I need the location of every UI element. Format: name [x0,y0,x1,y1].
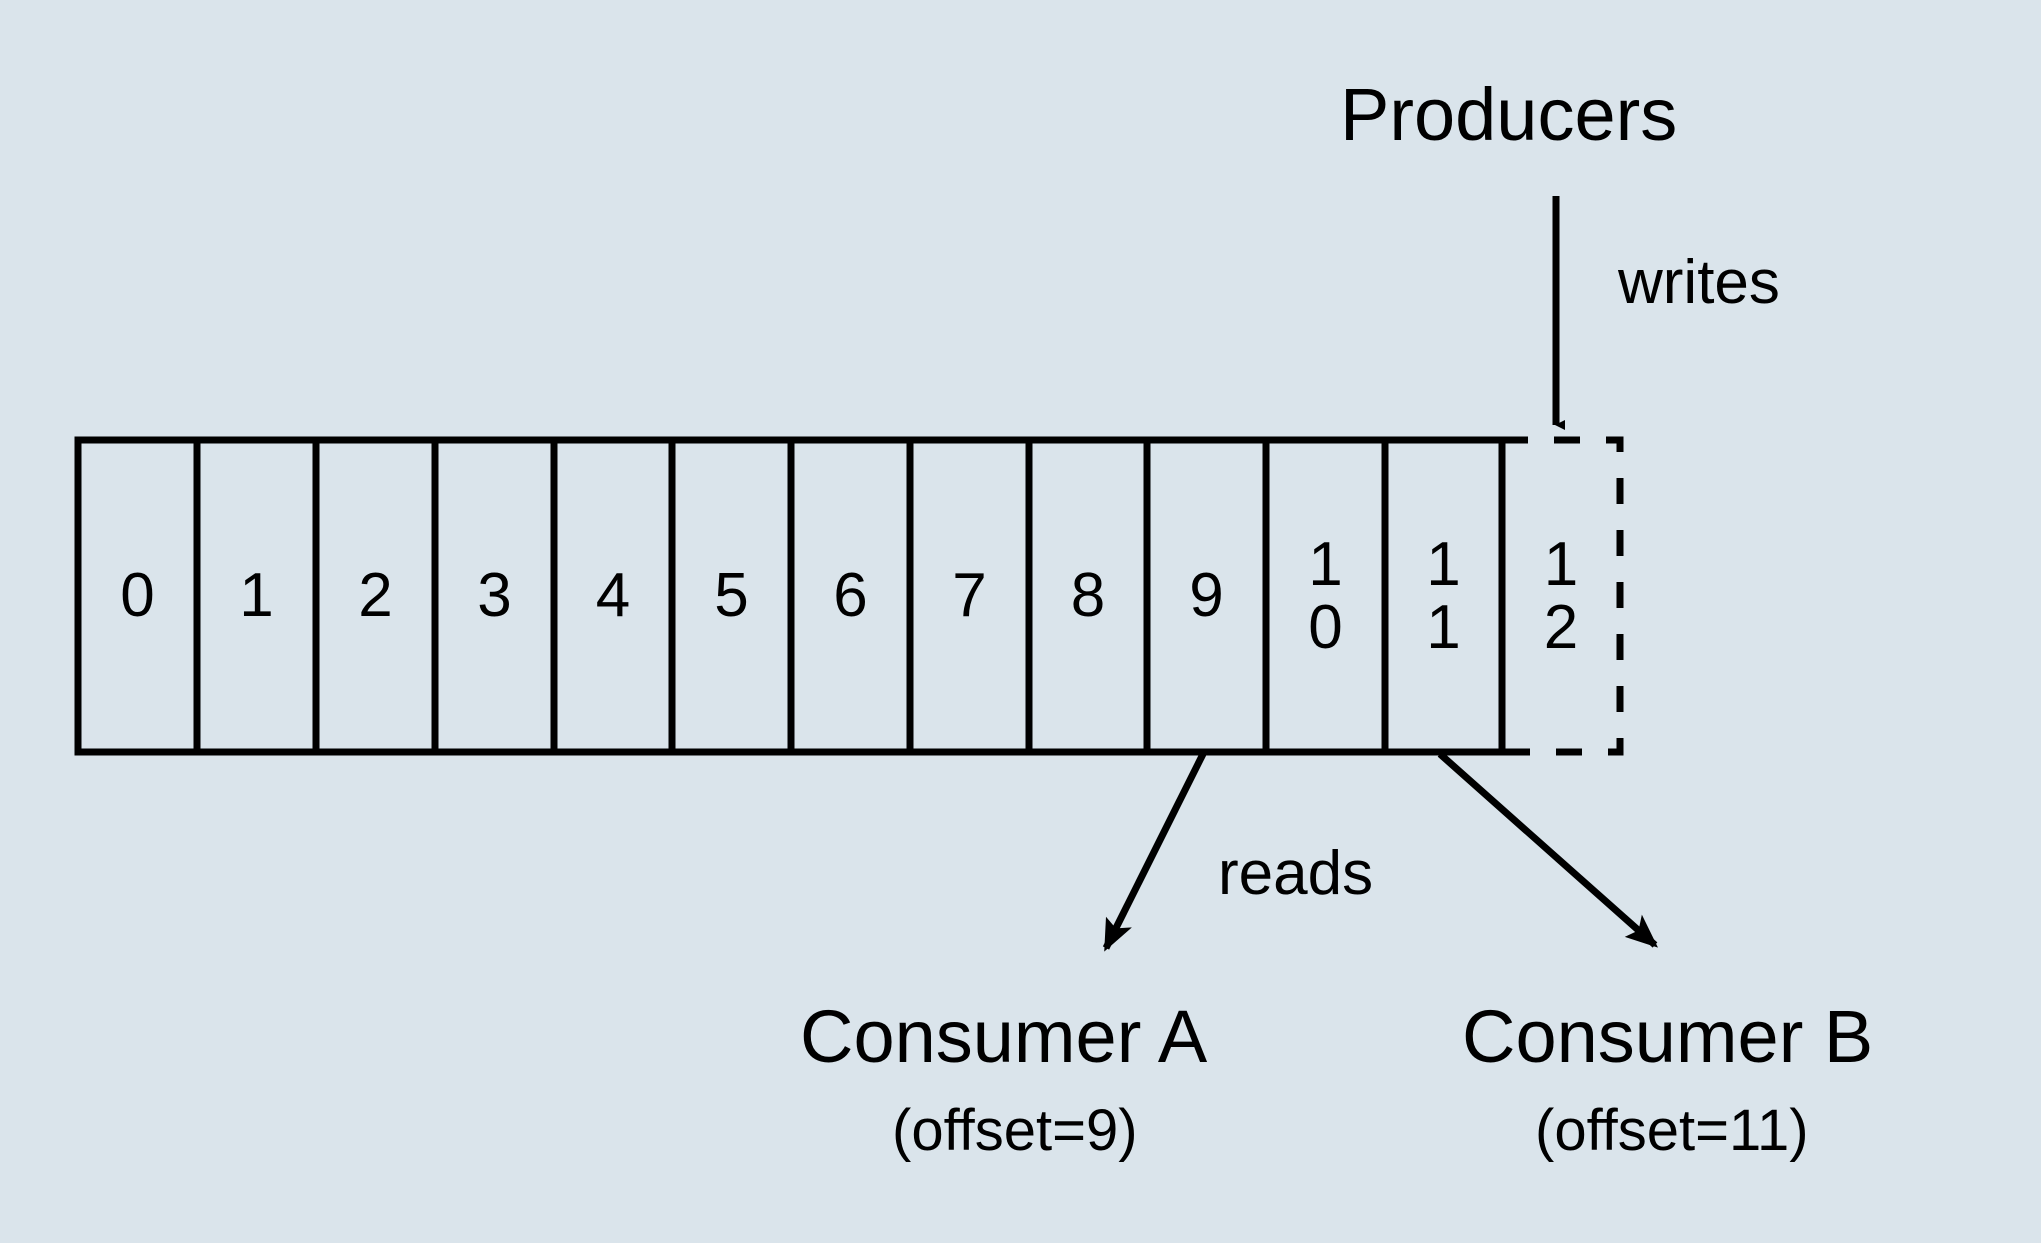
log-cell-3: 3 [477,561,512,631]
log-cell-2: 2 [358,561,393,631]
log-cell-7: 7 [952,561,987,631]
log-cells-solid [74,436,1506,756]
reads-label: reads [1218,839,1374,908]
log-cell-9: 9 [1189,561,1224,631]
writes-label: writes [1618,248,1780,317]
consumer-b-label: Consumer B [1462,995,1874,1078]
reads-arrow-consumer-b [1437,751,1658,948]
log-cell-1: 1 [239,561,274,631]
log-cell-5: 5 [714,561,749,631]
log-cell-6: 6 [833,561,868,631]
consumer-b-offset: (offset=11) [1535,1098,1809,1163]
consumer-a-offset: (offset=9) [892,1098,1138,1163]
log-cell-8: 8 [1070,561,1106,631]
log-cell-0: 0 [120,561,155,631]
log-cell-pending-dashed [1498,436,1624,756]
reads-arrow-consumer-a [1102,752,1207,952]
log-cell-4: 4 [595,561,631,631]
consumer-a-label: Consumer A [800,995,1208,1078]
producers-label: Producers [1340,73,1678,156]
